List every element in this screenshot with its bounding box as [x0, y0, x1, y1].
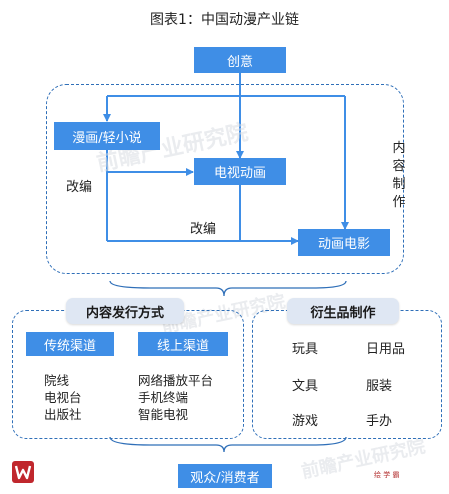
traditional-item: 院线 — [44, 373, 70, 388]
traditional-item: 电视台 — [44, 390, 82, 405]
derivative-item: 日用品 — [366, 342, 406, 357]
derivative-item: 游戏 — [292, 414, 319, 429]
content-production-panel — [46, 84, 404, 274]
derivatives-header: 衍生品制作 — [287, 298, 399, 324]
brand-stamp: 绘 学 霸 — [374, 471, 400, 479]
content-production-label: 内容制作 — [392, 141, 406, 210]
online-channel-box: 线上渠道 — [138, 332, 228, 356]
distribution-header: 内容发行方式 — [66, 298, 184, 324]
derivative-item: 玩具 — [292, 342, 319, 357]
tv-animation-box: 电视动画 — [194, 158, 286, 185]
audience-box: 观众/消费者 — [178, 464, 272, 488]
traditional-channel-box: 传统渠道 — [26, 332, 114, 356]
watermark-text: 前瞻产业研究院 — [299, 436, 428, 483]
online-item: 智能电视 — [138, 407, 189, 422]
manga-novel-box: 漫画/轻小说 — [54, 122, 160, 150]
derivatives-panel — [252, 310, 442, 439]
online-item: 网络播放平台 — [138, 373, 214, 388]
traditional-item: 出版社 — [44, 407, 82, 422]
adapt-label: 改编 — [66, 180, 93, 195]
derivative-item: 手办 — [366, 414, 393, 429]
derivative-item: 文具 — [292, 379, 319, 394]
logo-icon — [12, 461, 34, 483]
animated-film-box: 动画电影 — [298, 229, 390, 256]
online-item: 手机终端 — [138, 390, 189, 405]
adapt-label: 改编 — [190, 222, 217, 237]
chart-title: 图表1：中国动漫产业链 — [150, 12, 299, 28]
derivative-item: 服装 — [366, 379, 393, 394]
creative-box: 创意 — [194, 47, 286, 73]
